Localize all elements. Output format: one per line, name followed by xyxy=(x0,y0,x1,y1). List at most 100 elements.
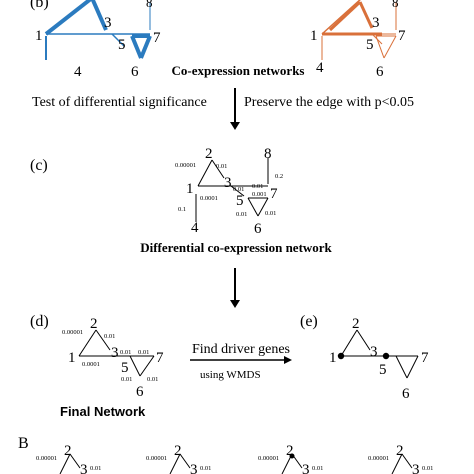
edge-1-2 xyxy=(391,453,403,474)
edge-2-3 xyxy=(95,329,111,351)
node-3: 3 xyxy=(111,345,119,361)
panel-e-driver-genes: (e) 2 1 3 5 7 6 xyxy=(300,313,429,402)
node-3: 3 xyxy=(412,462,420,474)
preserve-label: Preserve the edge with p<0.05 xyxy=(244,95,414,110)
bottom-network-3: 2 3 0.00001 0.01 xyxy=(258,443,323,474)
edge-2-3 xyxy=(356,329,371,351)
weight-1-2: 0.00001 xyxy=(175,162,196,169)
node-3: 3 xyxy=(224,175,232,191)
node-3: 3 xyxy=(370,344,378,360)
edge-1-2 xyxy=(59,453,71,474)
weight-6-7: 0.01 xyxy=(265,210,276,217)
edge-5-6 xyxy=(129,355,141,377)
significance-test-step: Test of differential significance Preser… xyxy=(32,88,414,130)
edge-6-7 xyxy=(139,35,152,59)
node-3: 3 xyxy=(190,462,198,474)
node-8: 8 xyxy=(146,0,153,10)
node-2: 2 xyxy=(64,443,72,459)
find-driver-genes-label: Find driver genes xyxy=(192,342,290,357)
edge-1-2 xyxy=(321,0,361,35)
edge-2-3 xyxy=(179,453,191,469)
node-4: 4 xyxy=(316,60,324,76)
node-3: 3 xyxy=(80,462,88,474)
bottom-network-1: 2 3 0.00001 0.01 xyxy=(36,443,101,474)
node-1: 1 xyxy=(68,350,76,366)
weight-3-7: 0.01 xyxy=(252,183,263,190)
weight-3: 0.01 xyxy=(312,465,323,472)
node-2: 2 xyxy=(205,146,213,162)
edge-2-3 xyxy=(90,0,108,31)
weight-3: 0.01 xyxy=(90,465,101,472)
node-5: 5 xyxy=(121,360,129,376)
edge-1-2 xyxy=(169,453,181,474)
panel-B-row: B 2 3 0.00001 0.01 2 3 0.00001 0.01 2 3 … xyxy=(18,435,433,474)
weight-2-3: 0.01 xyxy=(216,163,227,170)
weight-3: 0.01 xyxy=(422,465,433,472)
edge-1-2 xyxy=(197,159,213,187)
weight-5-7: 0.001 xyxy=(252,191,267,198)
edge-6-7 xyxy=(383,35,397,59)
weight-1-3: 0.0001 xyxy=(82,361,100,368)
node-6: 6 xyxy=(402,386,410,402)
driver-node-5-dot xyxy=(382,352,390,360)
node-2: 2 xyxy=(352,316,360,332)
panel-d-final-network: (d) 2 1 3 5 7 6 0.00001 0.01 0.0001 0.01… xyxy=(30,313,292,419)
edge-1-2 xyxy=(340,329,358,357)
weight-1-2: 0.00001 xyxy=(368,455,389,462)
test-label: Test of differential significance xyxy=(32,95,207,110)
edge-2-3 xyxy=(69,453,81,469)
flow-arrow-head xyxy=(230,122,240,130)
weight-1-2: 0.00001 xyxy=(36,455,57,462)
node-2: 2 xyxy=(396,443,404,459)
node-5: 5 xyxy=(236,193,244,209)
panel-b-networks: (b) 1 3 5 7 4 6 8 xyxy=(30,0,406,80)
edge-5-6 xyxy=(395,355,408,379)
node-3: 3 xyxy=(104,15,112,31)
weight-5-6: 0.01 xyxy=(121,376,132,383)
edge-1-2-heavy xyxy=(328,0,362,32)
node-6: 6 xyxy=(131,64,139,80)
panel-b-label: (b) xyxy=(30,0,49,11)
edge-2-3 xyxy=(211,159,225,179)
coexpression-networks-label: Co-expression networks xyxy=(171,63,304,78)
panel-B-label: B xyxy=(18,435,29,452)
edge-3-5 xyxy=(111,33,125,47)
node-8: 8 xyxy=(264,146,272,162)
node-7: 7 xyxy=(270,186,278,202)
edge-6-7 xyxy=(257,197,269,217)
node-4: 4 xyxy=(191,220,199,236)
node-7: 7 xyxy=(421,350,429,366)
node-6: 6 xyxy=(136,384,144,400)
node-5: 5 xyxy=(366,37,374,53)
edge-5-6 xyxy=(130,35,143,59)
panel-e-label: (e) xyxy=(300,313,318,330)
panel-c-differential-network: (c) 2 1 3 4 5 6 7 8 0.00001 0.01 0.0001 … xyxy=(30,146,333,255)
weight-6-7: 0.01 xyxy=(147,376,158,383)
node-8: 8 xyxy=(392,0,399,10)
edge-2-3 xyxy=(401,453,413,469)
flow-arrow-head xyxy=(230,300,240,308)
node-1: 1 xyxy=(35,28,43,44)
differential-network-label: Differential co-expression network xyxy=(140,240,332,255)
node-1: 1 xyxy=(186,181,194,197)
node-1: 1 xyxy=(310,28,318,44)
node-3: 3 xyxy=(372,15,380,31)
weight-1-3: 0.0001 xyxy=(200,195,218,202)
node-4: 4 xyxy=(74,64,82,80)
edge-6-7 xyxy=(406,355,419,379)
wmds-arrow-head xyxy=(284,356,292,364)
using-wmds-label: using WMDS xyxy=(200,369,261,381)
node-2: 2 xyxy=(286,443,294,459)
edge-2-3 xyxy=(358,1,374,29)
edge-5-6 xyxy=(375,35,385,59)
edge-6-7 xyxy=(139,355,155,377)
weight-1-2: 0.00001 xyxy=(146,455,167,462)
node-1: 1 xyxy=(329,350,337,366)
weight-5-6: 0.01 xyxy=(236,211,247,218)
node-5: 5 xyxy=(379,362,387,378)
edge-1-2 xyxy=(44,0,93,36)
edge-5-6 xyxy=(247,197,259,217)
bottom-network-2: 2 3 0.00001 0.01 xyxy=(146,443,211,474)
node-2: 2 xyxy=(90,316,98,332)
